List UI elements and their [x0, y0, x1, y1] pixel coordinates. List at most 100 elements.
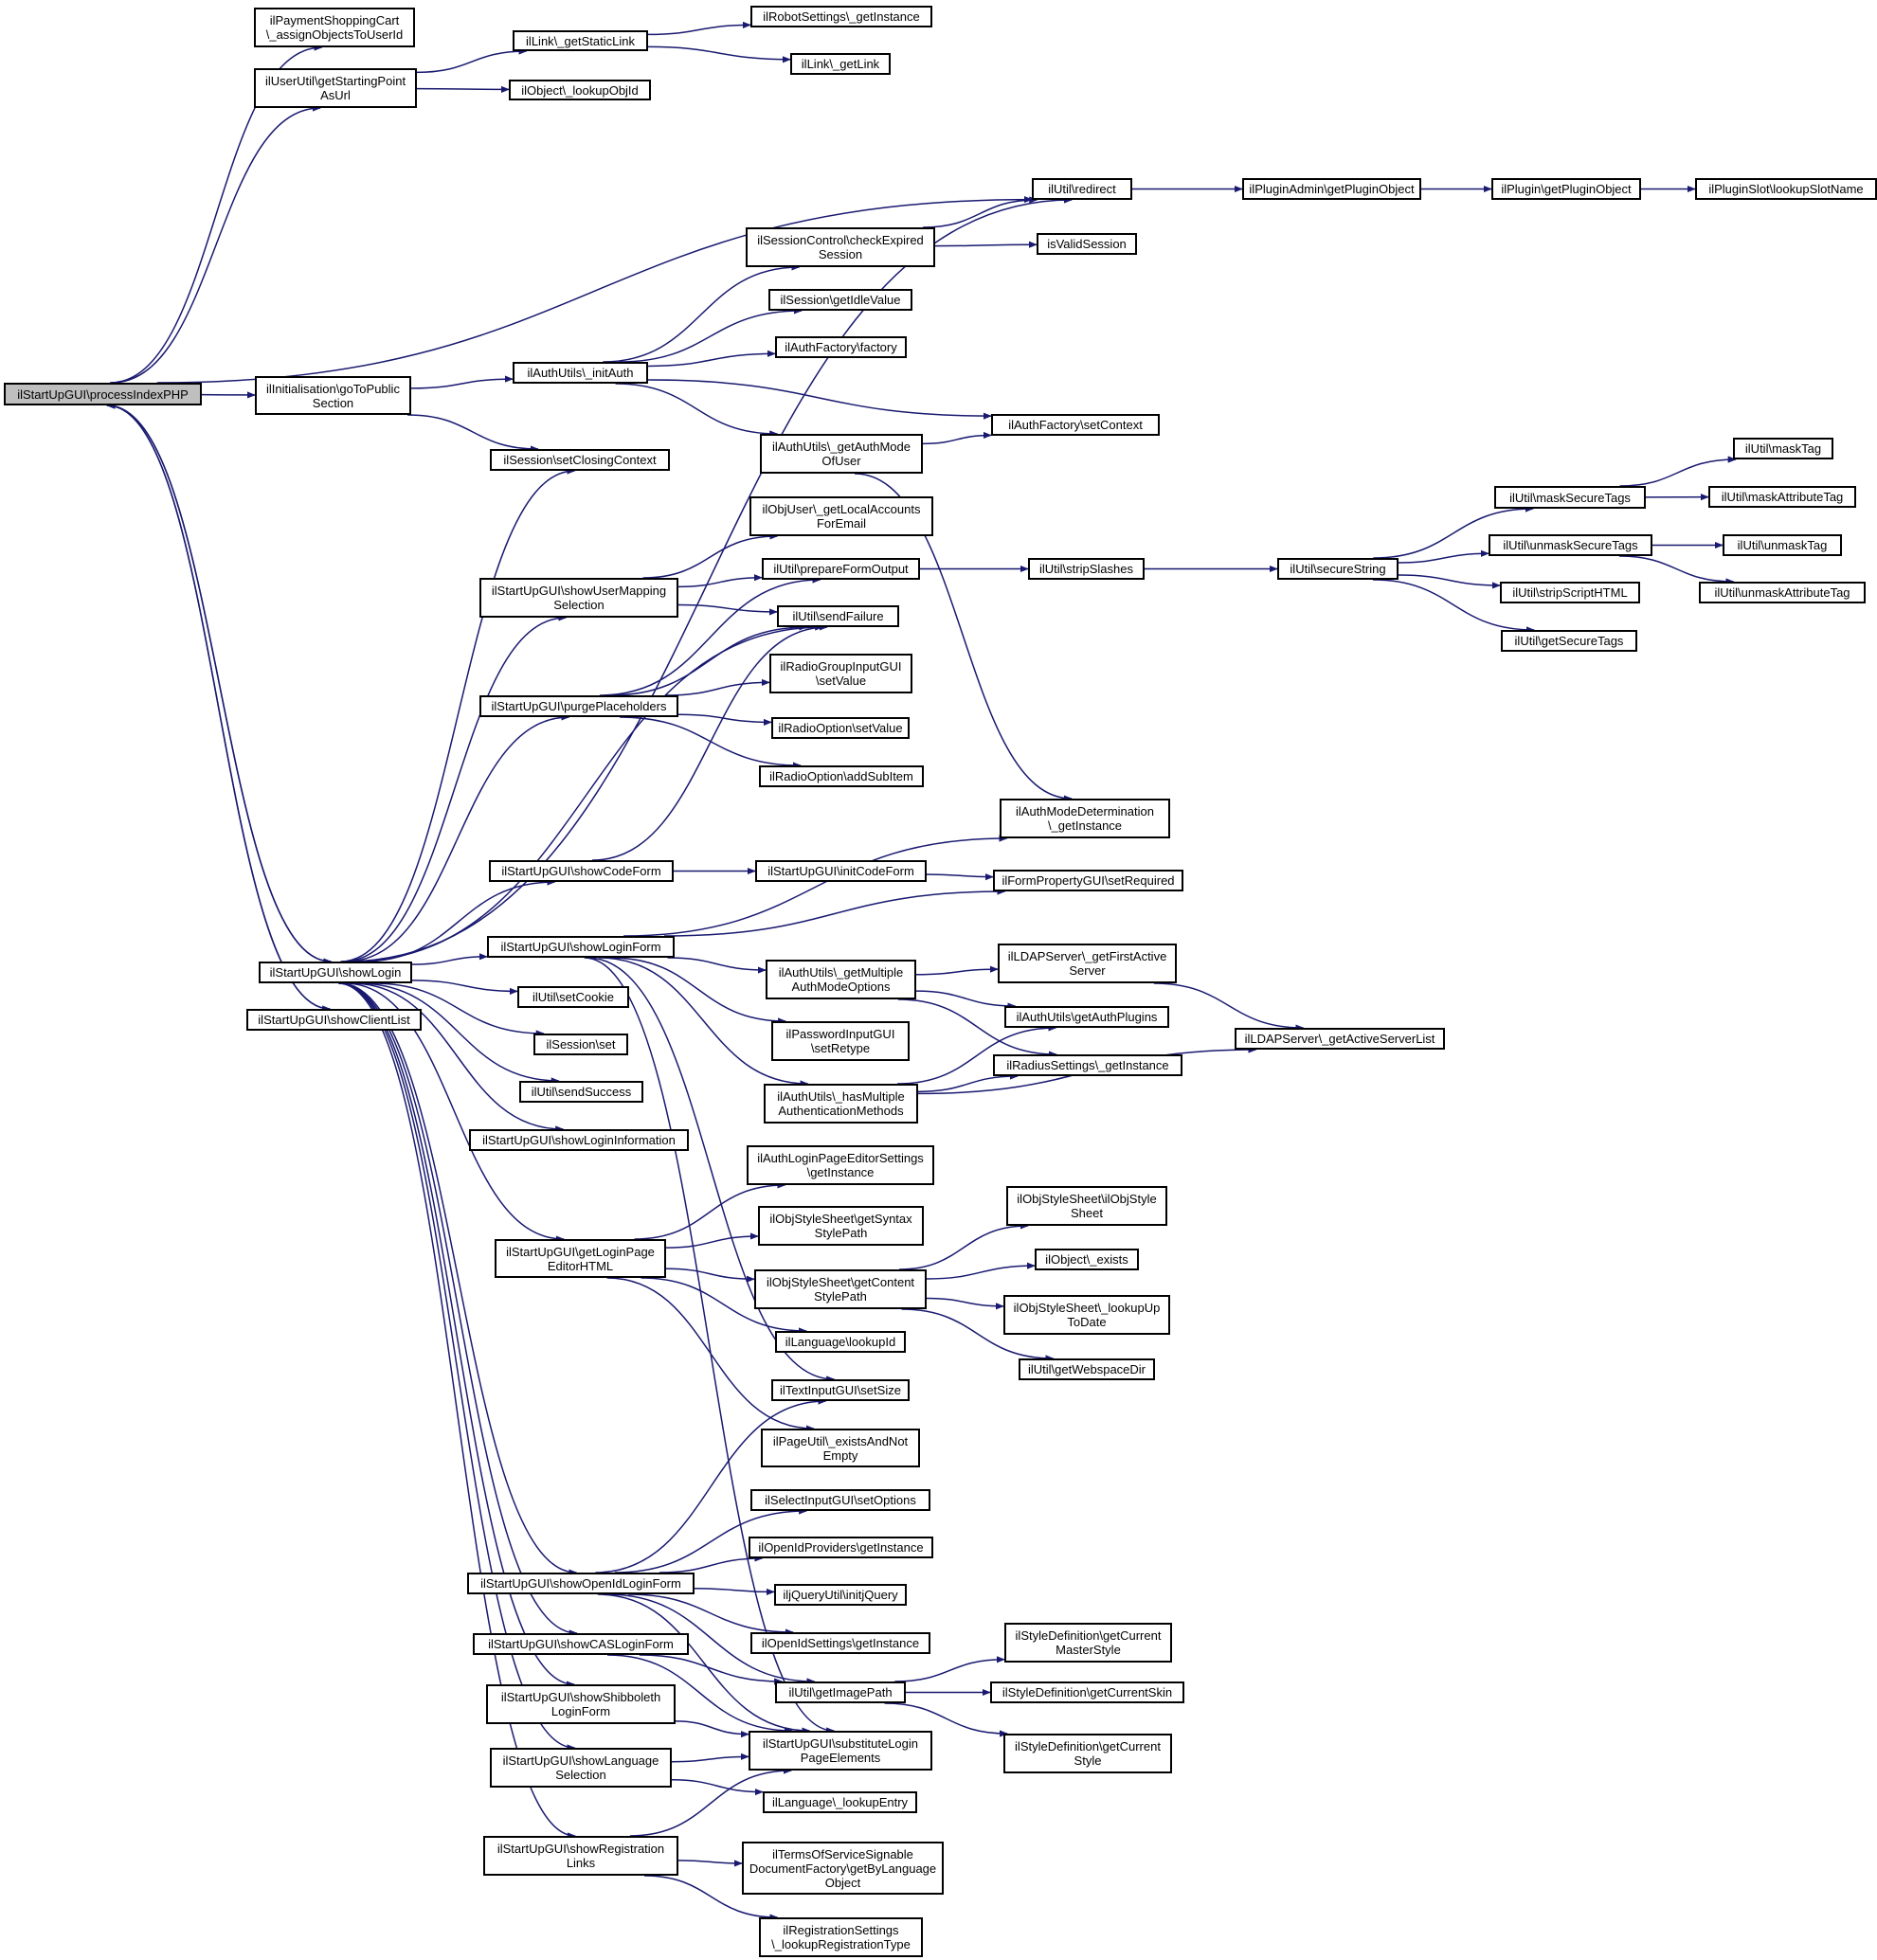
edge-initAuth-to-setContext [647, 379, 992, 420]
node-open-id-prov[interactable]: ilOpenIdProviders\getInstance [749, 1537, 933, 1558]
node-radio-opt[interactable]: ilRadioOption\setValue [771, 717, 910, 739]
node-pw-retype[interactable]: ilPasswordInputGUI \setRetype [771, 1021, 910, 1061]
node-client-list[interactable]: ilStartUpGUI\showClientList [246, 1009, 422, 1031]
node-show-login[interactable]: ilStartUpGUI\showLogin [259, 962, 412, 983]
node-image-path[interactable]: ilUtil\getImagePath [775, 1681, 906, 1703]
node-unmask-secure[interactable]: ilUtil\unmaskSecureTags [1489, 534, 1652, 556]
edge-editorHTML-to-syntaxStyle [665, 1232, 759, 1249]
edge-showLogin-to-loginForm [411, 953, 488, 965]
node-page-util[interactable]: ilPageUtil\_existsAndNot Empty [761, 1429, 920, 1467]
node-select-opts[interactable]: ilSelectInputGUI\setOptions [750, 1489, 930, 1511]
node-radius[interactable]: ilRadiusSettings\_getInstance [993, 1054, 1182, 1076]
node-content-style[interactable]: ilObjStyleSheet\getContent StylePath [754, 1269, 927, 1309]
node-master-style[interactable]: ilStyleDefinition\getCurrent MasterStyle [1004, 1623, 1172, 1663]
node-set-cookie[interactable]: ilUtil\setCookie [517, 986, 629, 1008]
edge-showLogin-to-codeForm [361, 878, 556, 962]
node-login-info[interactable]: ilStartUpGUI\showLoginInformation [469, 1129, 689, 1151]
node-auth-plugins[interactable]: ilAuthUtils\getAuthPlugins [1004, 1006, 1169, 1028]
node-current-style[interactable]: ilStyleDefinition\getCurrent Style [1003, 1734, 1172, 1773]
edge-showLogin-to-editorHTML [344, 982, 565, 1243]
edge-loginForm-to-multiAuth [667, 957, 767, 974]
node-plugin[interactable]: ilPlugin\getPluginObject [1491, 178, 1641, 200]
node-user-util[interactable]: ilUserUtil\getStartingPoint AsUrl [254, 68, 417, 108]
node-code-form[interactable]: ilStartUpGUI\showCodeForm [489, 860, 674, 882]
edge-editorHTML-to-pageUtil [606, 1277, 815, 1432]
node-robot[interactable]: ilRobotSettings\_getInstance [750, 6, 932, 27]
node-secure-string[interactable]: ilUtil\secureString [1277, 558, 1399, 580]
node-strip-slashes[interactable]: ilUtil\stripSlashes [1028, 558, 1145, 580]
node-init-auth[interactable]: ilAuthUtils\_initAuth [513, 362, 648, 384]
node-radio-sub[interactable]: ilRadioOption\addSubItem [759, 765, 924, 787]
node-set-context[interactable]: ilAuthFactory\setContext [991, 414, 1160, 436]
node-ldap-list[interactable]: ilLDAPServer\_getActiveServerList [1235, 1028, 1445, 1050]
node-plugin-slot[interactable]: ilPluginSlot\lookupSlotName [1695, 178, 1877, 200]
node-substitute[interactable]: ilStartUpGUI\substituteLogin PageElement… [749, 1731, 932, 1771]
node-multi-auth[interactable]: ilAuthUtils\_getMultiple AuthModeOptions [766, 960, 916, 999]
edge-shibForm-to-substitute [675, 1720, 749, 1738]
node-pay-shop[interactable]: ilPaymentShoppingCart \_assignObjectsToU… [254, 8, 415, 47]
node-redirect[interactable]: ilUtil\redirect [1032, 178, 1132, 200]
node-plugin-admin[interactable]: ilPluginAdmin\getPluginObject [1242, 178, 1421, 200]
node-reg-settings[interactable]: ilRegistrationSettings \_lookupRegistrat… [759, 1917, 923, 1957]
node-has-multi[interactable]: ilAuthUtils\_hasMultiple AuthenticationM… [764, 1084, 918, 1124]
node-reg-links[interactable]: ilStartUpGUI\showRegistration Links [483, 1836, 678, 1876]
node-ldap-first[interactable]: ilLDAPServer\_getFirstActive Server [998, 944, 1177, 983]
node-syntax-style[interactable]: ilObjStyleSheet\getSyntax StylePath [758, 1206, 924, 1246]
node-prepare-form[interactable]: ilUtil\prepareFormOutput [762, 558, 920, 580]
node-current-skin[interactable]: ilStyleDefinition\getCurrentSkin [990, 1681, 1184, 1703]
node-link-static[interactable]: ilLink\_getStaticLink [513, 30, 648, 51]
node-jquery[interactable]: iljQueryUtil\initjQuery [774, 1584, 907, 1606]
node-link-get[interactable]: ilLink\_getLink [790, 53, 891, 75]
node-obj-style-ctor[interactable]: ilObjStyleSheet\ilObjStyle Sheet [1006, 1186, 1167, 1226]
node-get-auth-mode[interactable]: ilAuthUtils\_getAuthMode OfUser [760, 434, 923, 474]
node-valid-sess[interactable]: isValidSession [1037, 233, 1137, 255]
node-auth-mode-det[interactable]: ilAuthModeDetermination \_getInstance [1000, 799, 1170, 838]
node-send-success[interactable]: ilUtil\sendSuccess [519, 1081, 643, 1103]
node-purge[interactable]: ilStartUpGUI\purgePlaceholders [479, 695, 678, 717]
node-lang-sel[interactable]: ilStartUpGUI\showLanguage Selection [490, 1748, 672, 1788]
node-editor-h-t-m-l[interactable]: ilStartUpGUI\getLoginPage EditorHTML [495, 1239, 666, 1278]
node-tos[interactable]: ilTermsOfServiceSignable DocumentFactory… [742, 1842, 944, 1895]
node-sess-idle[interactable]: ilSession\getIdleValue [768, 289, 912, 311]
node-sess-closing[interactable]: ilSession\setClosingContext [490, 449, 670, 471]
node-init-code[interactable]: ilStartUpGUI\initCodeForm [755, 860, 927, 882]
node-obj-user-local[interactable]: ilObjUser\_getLocalAccounts ForEmail [749, 496, 933, 536]
node-mask-secure[interactable]: ilUtil\maskSecureTags [1494, 486, 1646, 509]
node-lang-entry[interactable]: ilLanguage\_lookupEntry [763, 1791, 917, 1813]
node-radio-group[interactable]: ilRadioGroupInputGUI \setValue [769, 654, 912, 693]
edge-userMapping-to-prepareForm [677, 574, 763, 588]
node-unmask-tag[interactable]: ilUtil\unmaskTag [1723, 534, 1842, 556]
node-open-id-form[interactable]: ilStartUpGUI\showOpenIdLoginForm [467, 1573, 695, 1594]
node-set-required[interactable]: ilFormPropertyGUI\setRequired [993, 870, 1183, 891]
node-auth-factory[interactable]: ilAuthFactory\factory [775, 336, 907, 358]
edge-regLinks-to-regSettings [644, 1875, 779, 1921]
node-text-size[interactable]: ilTextInputGUI\setSize [771, 1379, 910, 1401]
node-user-mapping[interactable]: ilStartUpGUI\showUserMapping Selection [479, 578, 678, 618]
node-cas-form[interactable]: ilStartUpGUI\showCASLoginForm [473, 1633, 689, 1655]
node-shib-form[interactable]: ilStartUpGUI\showShibboleth LoginForm [486, 1684, 676, 1724]
node-sess-check[interactable]: ilSessionControl\checkExpired Session [746, 227, 935, 267]
edge-initAuth-to-getAuthMode [615, 383, 779, 438]
node-root[interactable]: ilStartUpGUI\processIndexPHP [4, 383, 202, 405]
node-lookup-up-to-date[interactable]: ilObjStyleSheet\_lookupUp ToDate [1003, 1295, 1170, 1335]
node-unmask-attr[interactable]: ilUtil\unmaskAttributeTag [1699, 582, 1866, 603]
edge-ldapFirst-to-ldapList [1153, 982, 1305, 1032]
node-mask-attr[interactable]: ilUtil\maskAttributeTag [1708, 486, 1856, 508]
node-sess-set[interactable]: ilSession\set [533, 1034, 628, 1055]
node-obj-lookup[interactable]: ilObject\_lookupObjId [509, 80, 651, 100]
edge-userUtil-to-linkStatic [416, 47, 528, 74]
edge-contentStyle-to-objStyleCtor [899, 1222, 1029, 1270]
node-login-form[interactable]: ilStartUpGUI\showLoginForm [487, 936, 675, 958]
node-obj-exists[interactable]: ilObject\_exists [1035, 1249, 1139, 1270]
node-lang-lookup-id[interactable]: ilLanguage\lookupId [775, 1331, 906, 1353]
edge-showLogin-to-sendFailure [351, 623, 824, 962]
node-init[interactable]: ilInitialisation\goToPublic Section [255, 376, 411, 415]
node-auth-login-ed[interactable]: ilAuthLoginPageEditorSettings \getInstan… [747, 1145, 934, 1185]
node-open-id-set[interactable]: ilOpenIdSettings\getInstance [750, 1632, 930, 1654]
edge-initAuth-to-authFactory [647, 350, 776, 368]
node-get-secure[interactable]: ilUtil\getSecureTags [1501, 630, 1637, 652]
node-send-failure[interactable]: ilUtil\sendFailure [777, 605, 899, 627]
node-strip-script[interactable]: ilUtil\stripScriptHTML [1500, 582, 1640, 603]
node-mask-tag[interactable]: ilUtil\maskTag [1733, 438, 1833, 459]
node-webspace[interactable]: ilUtil\getWebspaceDir [1019, 1358, 1155, 1380]
